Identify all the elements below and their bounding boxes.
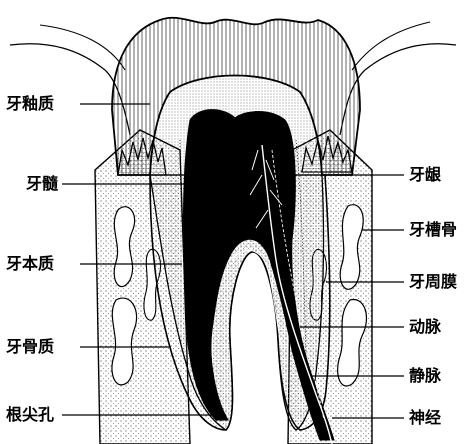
label-gingiva: 牙龈 [409, 166, 441, 184]
label-pulp: 牙髓 [26, 175, 58, 193]
label-periodontal-membrane: 牙周膜 [409, 273, 457, 291]
label-artery: 动脉 [409, 318, 441, 336]
label-nerve: 神经 [409, 409, 441, 427]
label-apical-foramen: 根尖孔 [6, 406, 54, 424]
label-vein: 静脉 [409, 367, 441, 385]
label-alveolar-bone: 牙槽骨 [409, 221, 457, 239]
label-cementum: 牙骨质 [6, 338, 54, 356]
label-dentin: 牙本质 [6, 255, 54, 273]
label-enamel: 牙釉质 [6, 95, 54, 113]
